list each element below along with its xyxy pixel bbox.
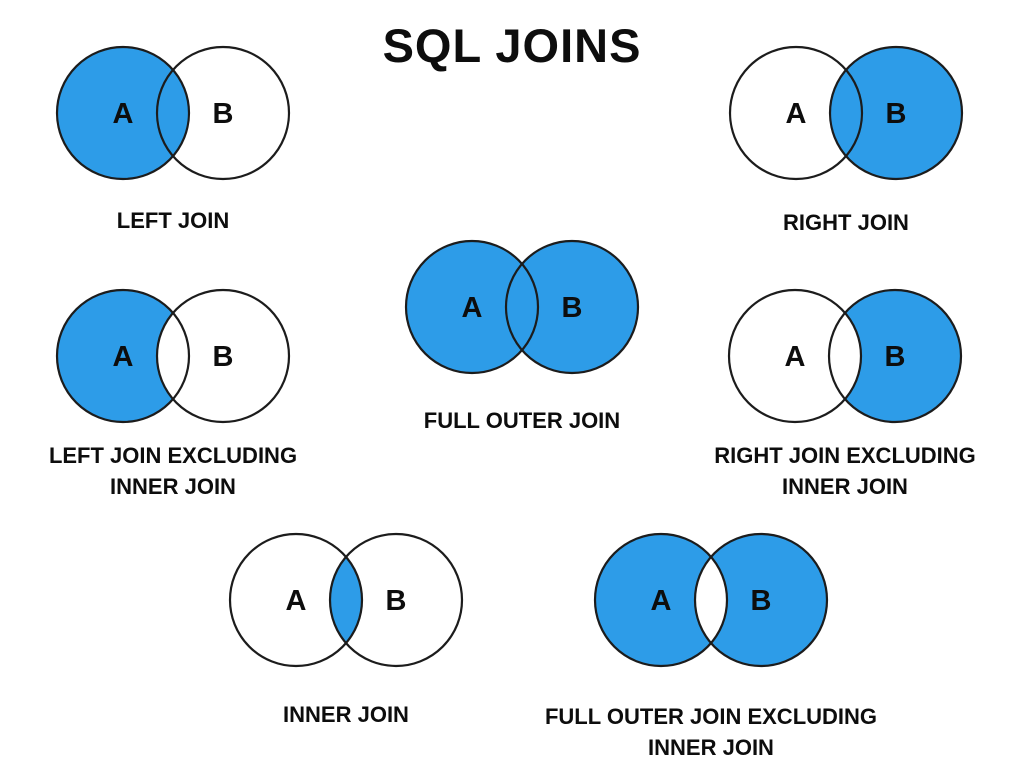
caption-line: INNER JOIN bbox=[782, 474, 908, 499]
label-b: B bbox=[885, 341, 906, 373]
diagram-right-join: A B RIGHT JOIN bbox=[711, 43, 981, 238]
diagram-left-join-excluding-inner-join: A B LEFT JOIN EXCLUDING INNER JOIN bbox=[38, 286, 308, 502]
circle-a-outline bbox=[727, 288, 863, 424]
caption-line: FULL OUTER JOIN EXCLUDING bbox=[544, 704, 878, 729]
venn-left-join-excluding: A B bbox=[55, 288, 291, 424]
caption-line: FULL OUTER JOIN bbox=[423, 408, 621, 433]
circle-b-outline bbox=[504, 239, 640, 375]
label-b: B bbox=[751, 585, 772, 617]
caption-line: INNER JOIN bbox=[648, 735, 774, 760]
caption-line: RIGHT JOIN bbox=[783, 210, 909, 235]
label-a: A bbox=[785, 341, 806, 373]
circle-a-fill bbox=[57, 47, 189, 179]
caption-left-join-excluding: LEFT JOIN EXCLUDING INNER JOIN bbox=[49, 440, 297, 502]
circle-a-fill bbox=[729, 290, 861, 422]
caption-full-outer-join: FULL OUTER JOIN bbox=[424, 405, 620, 436]
circle-b-outline bbox=[328, 532, 464, 668]
caption-right-join: RIGHT JOIN bbox=[783, 207, 909, 238]
label-b: B bbox=[562, 292, 583, 324]
circle-a-outline bbox=[228, 532, 364, 668]
caption-line: INNER JOIN bbox=[283, 702, 409, 727]
circle-b-fill bbox=[830, 47, 962, 179]
circle-b-fill bbox=[157, 290, 289, 422]
caption-left-join: LEFT JOIN bbox=[117, 205, 229, 236]
caption-inner-join: INNER JOIN bbox=[283, 699, 409, 730]
circle-a-outline bbox=[55, 45, 191, 181]
venn-left-join: A B bbox=[55, 45, 291, 181]
diagram-right-join-excluding-inner-join: A B RIGHT JOIN EXCLUDING INNER JOIN bbox=[710, 286, 980, 502]
diagram-inner-join: A B INNER JOIN bbox=[211, 530, 481, 730]
venn-full-outer-join-excluding: A B bbox=[593, 532, 829, 668]
page-title: SQL JOINS bbox=[382, 19, 642, 72]
diagram-full-outer-join: A B FULL OUTER JOIN bbox=[387, 237, 657, 436]
label-b: B bbox=[213, 341, 234, 373]
label-a: A bbox=[786, 98, 807, 130]
diagram-left-join: A B LEFT JOIN bbox=[38, 43, 308, 236]
caption-line: LEFT JOIN EXCLUDING bbox=[48, 443, 298, 468]
circle-b-fill bbox=[330, 534, 462, 666]
circle-a-fill bbox=[230, 534, 362, 666]
label-a: A bbox=[462, 292, 483, 324]
venn-full-outer-join: A B bbox=[404, 239, 640, 375]
caption-right-join-excluding: RIGHT JOIN EXCLUDING INNER JOIN bbox=[714, 440, 976, 502]
circle-b-outline bbox=[155, 45, 291, 181]
caption-line: LEFT JOIN bbox=[116, 208, 230, 233]
circle-a-outline bbox=[404, 239, 540, 375]
circle-a-fill bbox=[595, 534, 727, 666]
circle-a-fill bbox=[406, 241, 538, 373]
circle-a-outline bbox=[593, 532, 729, 668]
label-a: A bbox=[113, 341, 134, 373]
label-b: B bbox=[886, 98, 907, 130]
circle-b-fill bbox=[695, 534, 827, 666]
circle-b-outline bbox=[827, 288, 963, 424]
diagram-full-outer-join-excluding-inner-join: A B FULL OUTER JOIN EXCLUDING INNER JOIN bbox=[545, 530, 877, 763]
caption-line: INNER JOIN bbox=[110, 474, 236, 499]
circle-a-fill bbox=[57, 290, 189, 422]
label-b: B bbox=[386, 585, 407, 617]
circle-b-outline bbox=[693, 532, 829, 668]
circle-b-fill bbox=[157, 47, 289, 179]
venn-right-join: A B bbox=[728, 45, 964, 181]
circle-b-outline bbox=[828, 45, 964, 181]
circle-b-fill bbox=[829, 290, 961, 422]
label-a: A bbox=[113, 98, 134, 130]
circle-a-outline bbox=[728, 45, 864, 181]
label-a: A bbox=[286, 585, 307, 617]
caption-line: RIGHT JOIN EXCLUDING bbox=[714, 443, 976, 468]
circle-b-outline bbox=[155, 288, 291, 424]
label-a: A bbox=[651, 585, 672, 617]
caption-full-outer-join-excluding: FULL OUTER JOIN EXCLUDING INNER JOIN bbox=[545, 701, 877, 763]
label-b: B bbox=[213, 98, 234, 130]
circle-b-fill bbox=[506, 241, 638, 373]
venn-right-join-excluding: A B bbox=[727, 288, 963, 424]
venn-inner-join: A B bbox=[228, 532, 464, 668]
circle-a-outline bbox=[55, 288, 191, 424]
circle-a-fill bbox=[730, 47, 862, 179]
